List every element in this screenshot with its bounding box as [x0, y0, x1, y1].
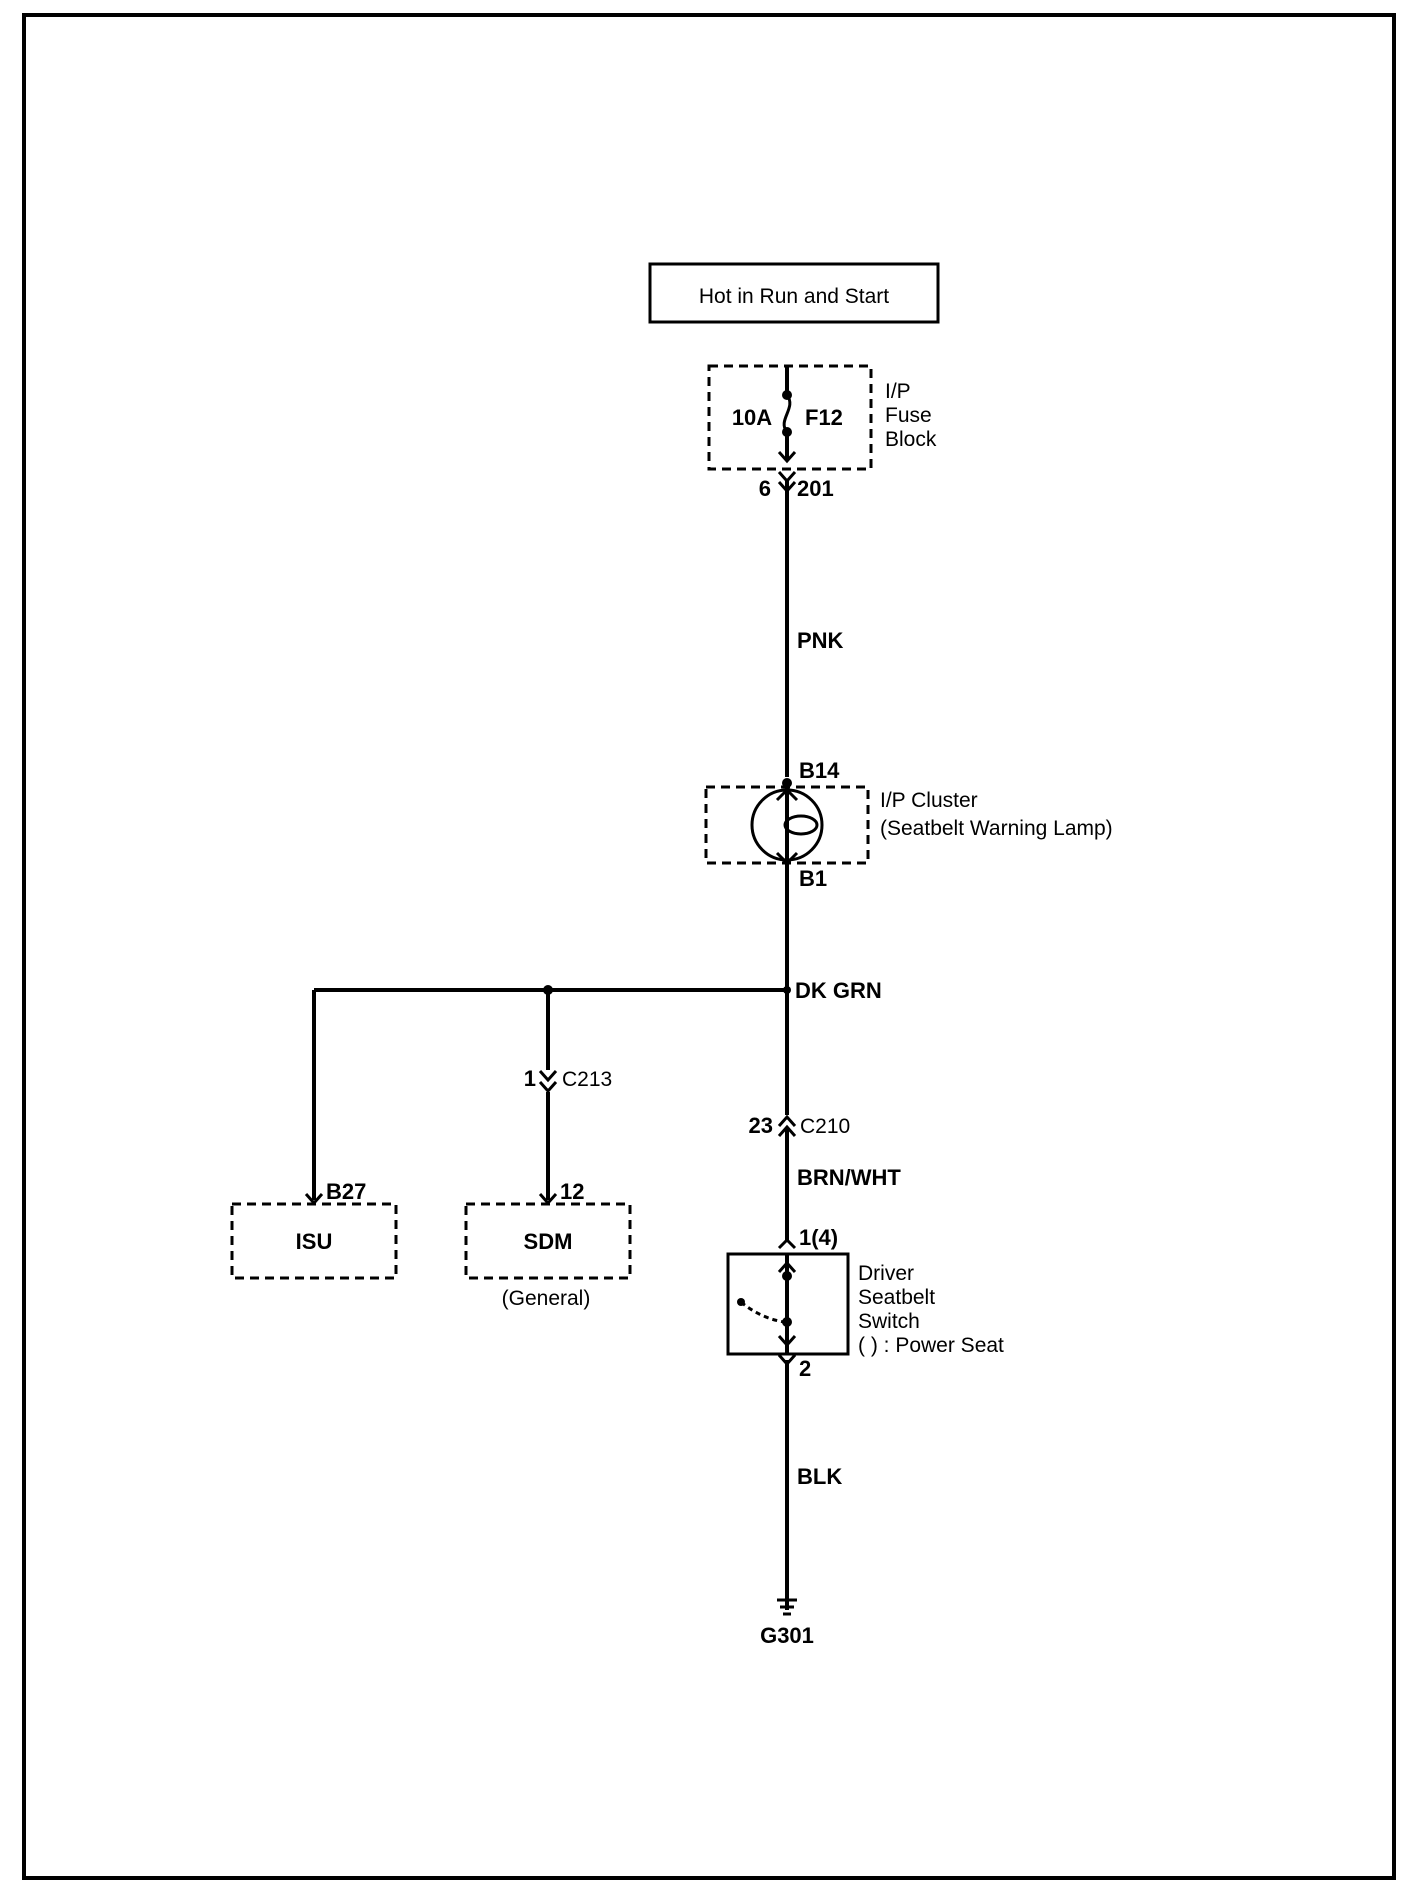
switch-pin-top: 1(4) — [799, 1225, 838, 1250]
sdm-label: SDM — [524, 1229, 573, 1254]
c210-name: C210 — [800, 1115, 850, 1138]
switch-label-line1: Driver — [858, 1262, 914, 1285]
fuse-block-label-line1: I/P — [885, 380, 911, 403]
switch-label-line4: ( ) : Power Seat — [858, 1334, 1004, 1357]
c213-pin: 1 — [524, 1066, 536, 1091]
fuse-connector: 201 — [797, 476, 834, 501]
switch-label-line3: Switch — [858, 1310, 920, 1333]
connector-c213: 1 C213 — [524, 1066, 612, 1094]
fuse-icon — [782, 394, 792, 433]
sdm-module: 12 SDM (General) — [464, 1179, 632, 1310]
c210-pin: 23 — [749, 1113, 773, 1138]
sdm-note: (General) — [502, 1287, 591, 1310]
connector-201: 6 201 — [759, 471, 834, 501]
fuse-block-label-line2: Fuse — [885, 404, 932, 427]
fuse-pin: 6 — [759, 476, 771, 501]
ip-cluster: B14 B1 I/P Cluster (Seatbelt Warning Lam… — [704, 758, 1113, 891]
sdm-pin: 12 — [560, 1179, 584, 1204]
fuse-block-label-line3: Block — [885, 428, 937, 451]
switch-contact-icon — [740, 1300, 785, 1324]
wire-label-pnk: PNK — [797, 628, 844, 653]
connector-c210: 23 C210 — [749, 1113, 851, 1138]
isu-label: ISU — [296, 1229, 333, 1254]
splice-main — [783, 986, 791, 994]
wire-label-brn-wht: BRN/WHT — [797, 1165, 901, 1190]
fuse-rating: 10A — [732, 405, 772, 430]
fuse-block: 10A F12 I/P Fuse Block — [707, 364, 937, 471]
cluster-pin-bottom: B1 — [799, 866, 827, 891]
cluster-pin-top: B14 — [799, 758, 840, 783]
power-source-box: Hot in Run and Start — [648, 262, 940, 324]
power-source-label: Hot in Run and Start — [699, 285, 889, 308]
cluster-label-line2: (Seatbelt Warning Lamp) — [880, 817, 1113, 840]
fuse-name: F12 — [805, 405, 843, 430]
page-frame — [22, 13, 1396, 1880]
driver-seatbelt-switch: 1(4) 2 Driver Seatbelt Switch ( ) : Powe… — [726, 1225, 1004, 1381]
switch-label-line2: Seatbelt — [858, 1286, 935, 1309]
switch-pin-bottom: 2 — [799, 1356, 811, 1381]
ground-label: G301 — [760, 1623, 814, 1648]
isu-module: B27 ISU — [230, 1179, 398, 1280]
ground-symbol-icon — [777, 1598, 797, 1616]
wire-label-dk-grn: DK GRN — [795, 978, 882, 1003]
wire-label-blk: BLK — [797, 1464, 842, 1489]
c213-name: C213 — [562, 1068, 612, 1091]
cluster-label-line1: I/P Cluster — [880, 789, 978, 812]
isu-pin: B27 — [326, 1179, 366, 1204]
